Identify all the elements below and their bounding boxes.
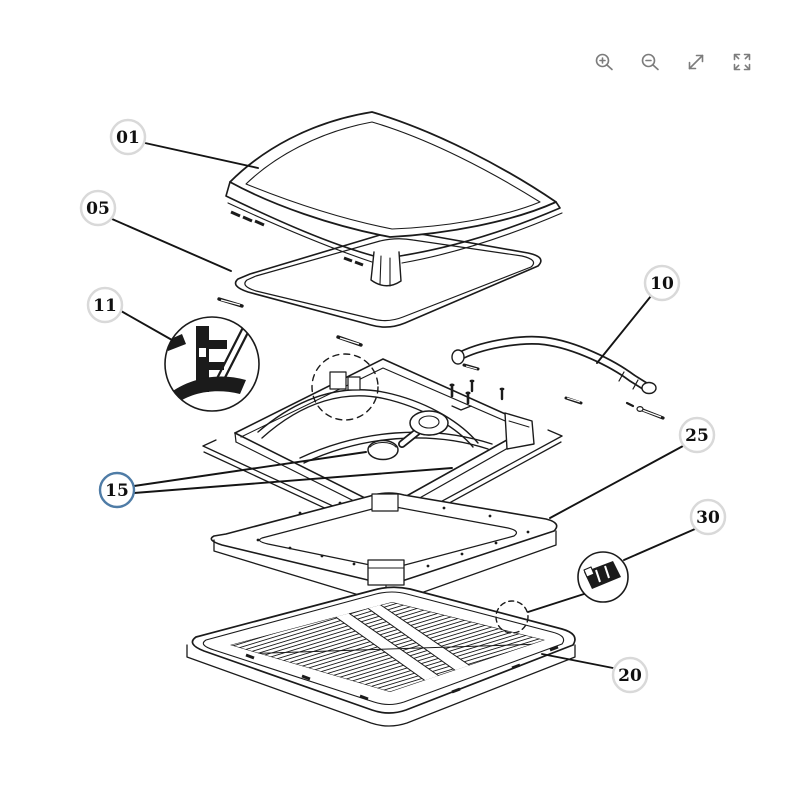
callout-15[interactable]: 15 <box>98 471 136 509</box>
part-screen-frame <box>186 586 576 727</box>
callout-10[interactable]: 10 <box>643 264 681 302</box>
callout-01-label: 01 <box>116 128 140 148</box>
frame-screws <box>449 383 472 411</box>
callout-15-label: 15 <box>105 481 129 501</box>
frame-holes <box>256 501 530 568</box>
callout-05[interactable]: 05 <box>79 189 117 227</box>
callout-30[interactable]: 30 <box>689 498 727 536</box>
dashed-detail-circle-clip <box>495 600 529 634</box>
part-handle-bar <box>451 335 665 420</box>
callout-11[interactable]: 11 <box>86 286 124 324</box>
callout-30-label: 30 <box>696 508 720 528</box>
callout-20[interactable]: 20 <box>611 656 649 694</box>
resize-button[interactable] <box>682 48 710 76</box>
callout-05-label: 05 <box>86 199 110 219</box>
callout-10-label: 10 <box>650 274 674 294</box>
part-inner-frame <box>210 492 558 603</box>
part-dome-lid <box>225 111 563 287</box>
callout-25-label: 25 <box>685 426 709 446</box>
callout-25[interactable]: 25 <box>678 416 716 454</box>
magnifier-minus-icon <box>641 53 659 71</box>
crank-knob <box>398 410 449 448</box>
handle-screws <box>462 363 665 420</box>
zoom-in-button[interactable] <box>590 48 618 76</box>
lid-vent-slots <box>230 210 364 267</box>
knob-cap <box>367 439 399 461</box>
fullscreen-button[interactable] <box>728 48 756 76</box>
magnifier-plus-icon <box>595 53 613 71</box>
fly-screen-mesh <box>230 602 545 692</box>
callout-01[interactable]: 01 <box>109 118 147 156</box>
fixing-pins <box>217 297 363 347</box>
dashed-detail-circle-hinge <box>311 353 379 421</box>
zoom-toolbar <box>590 48 756 76</box>
zoom-out-button[interactable] <box>636 48 664 76</box>
screen-clips <box>245 645 559 701</box>
leader-lines <box>111 142 696 669</box>
diagonal-arrows-icon <box>688 54 704 70</box>
callout-20-label: 20 <box>618 666 642 686</box>
detail-circle-clip <box>577 551 629 603</box>
corner-arrows-icon <box>733 53 751 71</box>
detail-circle-hinge <box>164 316 260 412</box>
callout-11-label: 11 <box>93 296 117 316</box>
